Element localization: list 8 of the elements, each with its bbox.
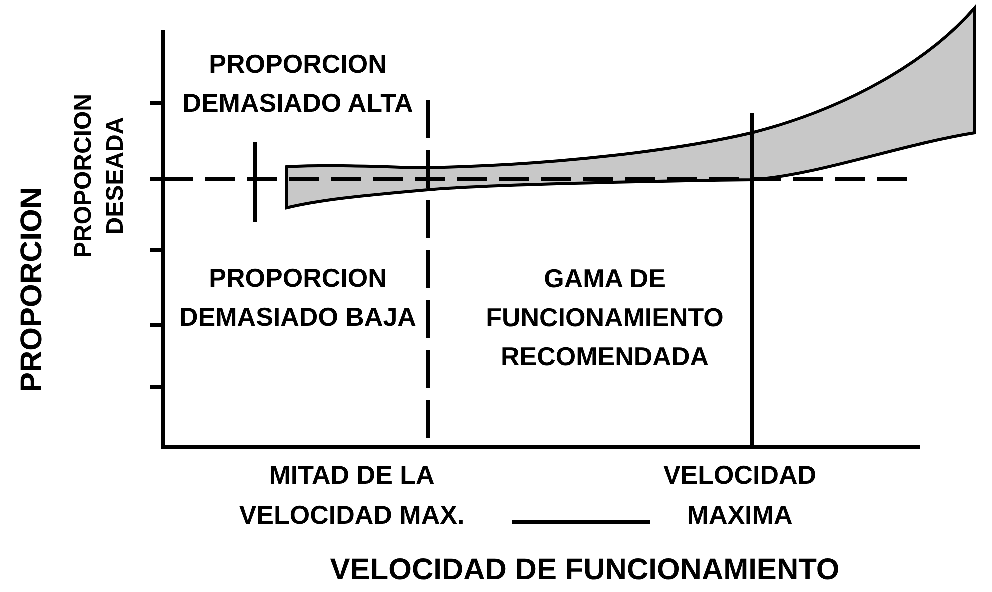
axis-title: VELOCIDAD DE FUNCIONAMIENTO bbox=[329, 552, 841, 588]
region-label: PROPORCION DEMASIADO ALTA bbox=[182, 48, 414, 120]
region-label: PROPORCION DEMASIADO BAJA bbox=[178, 262, 418, 334]
axis-label: PROPORCION DESEADA bbox=[69, 93, 130, 260]
axis-title: PROPORCION bbox=[14, 186, 50, 395]
axis-label: VELOCIDAD MAXIMA bbox=[662, 459, 818, 532]
region-label: GAMA DE FUNCIONAMIENTO RECOMENDADA bbox=[485, 262, 725, 374]
axis-label: MITAD DE LA VELOCIDAD MAX. bbox=[238, 459, 466, 532]
